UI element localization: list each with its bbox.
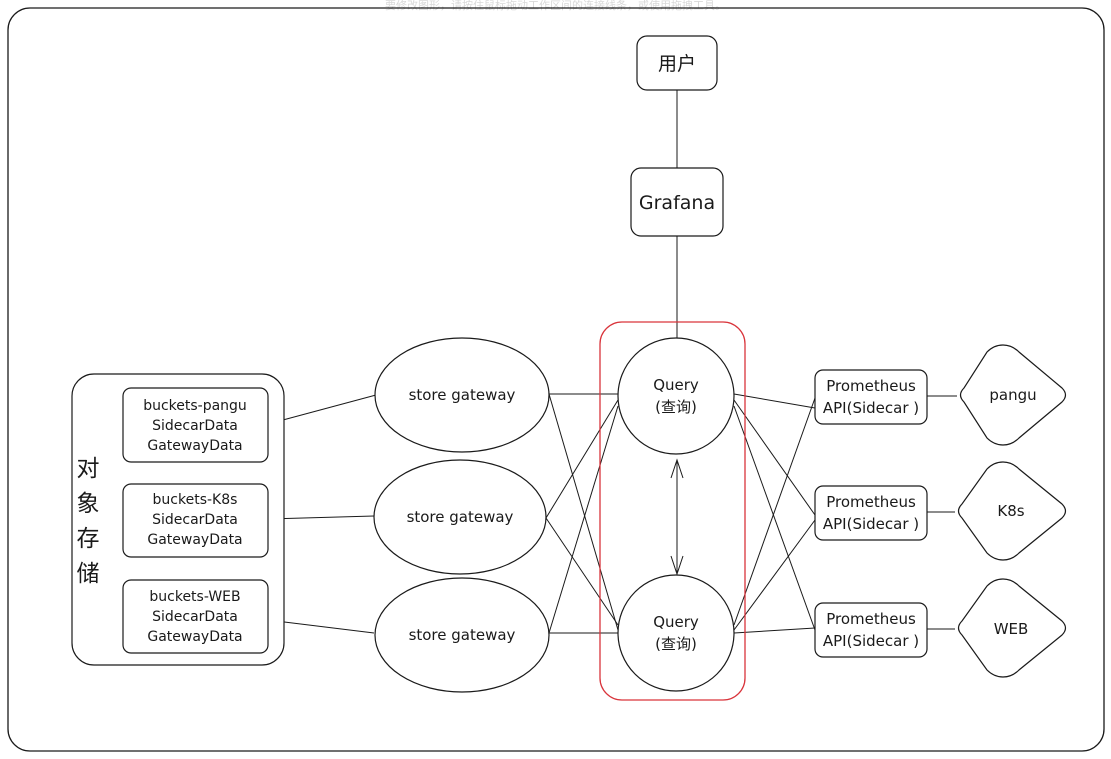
target-web-label: WEB [994, 620, 1029, 638]
store-gateway-1-label: store gateway [409, 386, 516, 404]
bucket-pangu-line3: GatewayData [147, 438, 242, 454]
bucket-k8s-name: buckets-K8s [153, 492, 238, 508]
prometheus-1[interactable] [814, 369, 928, 425]
bucket-k8s[interactable] [122, 483, 269, 558]
query-node-2-subtitle: (查询) [655, 635, 697, 653]
store-gateway-2-label: store gateway [407, 508, 514, 526]
store-gateway-1[interactable] [374, 337, 550, 453]
bucket-web-line2: SidecarData [152, 609, 238, 625]
query-node-2[interactable] [617, 574, 735, 692]
bucket-web-name: buckets-WEB [149, 589, 240, 605]
query-group[interactable] [599, 321, 746, 701]
target-web[interactable] [957, 578, 1067, 678]
prometheus-1-subtitle: API(Sidecar ) [823, 399, 919, 417]
target-k8s-label: K8s [997, 502, 1024, 520]
bucket-k8s-line2: SidecarData [152, 512, 238, 528]
prometheus-2[interactable] [814, 485, 928, 541]
grafana-node[interactable] [630, 167, 724, 237]
canvas-hint: 要修改图形，请按住鼠标拖动工作区间的连接线条，或使用拖拽工具。 [385, 0, 726, 12]
store-gateway-3-label: store gateway [409, 626, 516, 644]
object-storage-char-4: 储 [77, 561, 100, 587]
bucket-web[interactable] [122, 579, 269, 654]
object-storage-char-2: 象 [77, 491, 100, 517]
store-gateway-3[interactable] [374, 577, 550, 693]
target-pangu-label: pangu [989, 386, 1036, 404]
target-pangu[interactable] [959, 344, 1067, 446]
query-node-2-title: Query [653, 613, 699, 631]
canvas-frame [7, 7, 1105, 752]
bucket-pangu-line2: SidecarData [152, 418, 238, 434]
prometheus-3-title: Prometheus [826, 610, 916, 628]
bucket-pangu-name: buckets-pangu [143, 398, 247, 414]
prometheus-2-subtitle: API(Sidecar ) [823, 515, 919, 533]
prometheus-3[interactable] [814, 602, 928, 658]
connectors [267, 90, 816, 634]
query-node-1[interactable] [617, 337, 735, 455]
user-node[interactable] [636, 35, 718, 91]
object-storage-char-3: 存 [77, 526, 100, 552]
bucket-k8s-line3: GatewayData [147, 532, 242, 548]
store-gateway-2[interactable] [373, 459, 547, 575]
user-label: 用户 [658, 53, 696, 75]
prometheus-2-title: Prometheus [826, 493, 916, 511]
prometheus-3-subtitle: API(Sidecar ) [823, 632, 919, 650]
bucket-pangu[interactable] [122, 387, 269, 463]
target-k8s[interactable] [957, 461, 1067, 561]
object-storage-char-1: 对 [77, 456, 100, 482]
query-node-1-subtitle: (查询) [655, 398, 697, 416]
query-node-1-title: Query [653, 376, 699, 394]
bucket-web-line3: GatewayData [147, 629, 242, 645]
grafana-label: Grafana [639, 192, 715, 214]
prometheus-1-title: Prometheus [826, 377, 916, 395]
